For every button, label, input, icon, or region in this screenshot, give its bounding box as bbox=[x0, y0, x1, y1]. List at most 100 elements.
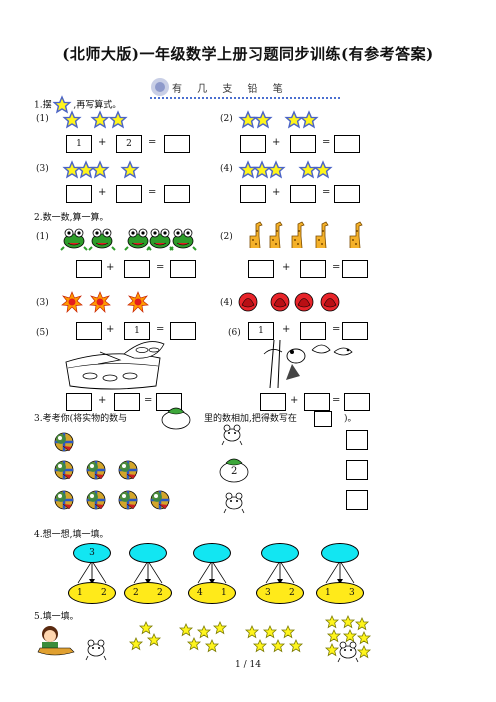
q2-p1-box-a[interactable] bbox=[76, 260, 102, 278]
plus-sign: + bbox=[98, 137, 107, 148]
bond-top-oval[interactable] bbox=[321, 543, 359, 563]
q2-header: 2.数一数,算一算。 bbox=[34, 213, 109, 223]
q1-p4-answer[interactable] bbox=[334, 185, 360, 203]
bond-left-number: 1 bbox=[77, 588, 83, 598]
plus-sign: + bbox=[290, 395, 299, 406]
bond-arrows bbox=[325, 560, 355, 584]
q2-p8-answer[interactable] bbox=[344, 393, 370, 411]
star-icon bbox=[63, 111, 81, 128]
ball-icon bbox=[149, 489, 171, 511]
q2-p2-answer[interactable] bbox=[342, 260, 368, 278]
q2-p5-box-b[interactable]: 1 bbox=[124, 322, 150, 340]
equals-sign: = bbox=[322, 137, 331, 148]
q2-giraffes bbox=[249, 221, 363, 249]
ball-icon bbox=[85, 459, 107, 481]
q1-p1-box-a[interactable]: 1 bbox=[66, 135, 92, 153]
q1-sub3-stars bbox=[63, 161, 139, 178]
q3-header-tail: )。 bbox=[344, 414, 357, 424]
plus-sign: + bbox=[272, 187, 281, 198]
page-number: 1 / 14 bbox=[235, 660, 261, 670]
bond-top-oval[interactable] bbox=[129, 543, 167, 563]
q2-p8-box-b[interactable] bbox=[304, 393, 330, 411]
q2-sub4-label: (4) bbox=[220, 298, 233, 308]
q1-p3-box-b[interactable] bbox=[116, 185, 142, 203]
q1-p4-box-b[interactable] bbox=[290, 185, 316, 203]
bond-left-number: 2 bbox=[133, 588, 139, 598]
q1-p1-answer[interactable] bbox=[164, 135, 190, 153]
q1-sub2-label: (2) bbox=[220, 114, 233, 124]
equals-sign: = bbox=[144, 395, 153, 406]
q1-sub2-stars bbox=[239, 111, 318, 128]
bond-left-number: 4 bbox=[197, 588, 203, 598]
q2-p2-box-a[interactable] bbox=[248, 260, 274, 278]
q1-p3-box-a[interactable] bbox=[66, 185, 92, 203]
ball-icon bbox=[53, 459, 75, 481]
bond-top-oval[interactable] bbox=[261, 543, 299, 563]
q1-p4-box-a[interactable] bbox=[240, 185, 266, 203]
ball-icon bbox=[53, 431, 75, 453]
q4-header: 4.想一想,填一填。 bbox=[34, 530, 109, 540]
frog-icon bbox=[124, 228, 152, 251]
q3-apple-number: 2 bbox=[231, 466, 238, 477]
equals-sign: = bbox=[156, 324, 165, 335]
birds-picture bbox=[263, 339, 353, 389]
q3-answer-1[interactable] bbox=[346, 430, 368, 450]
q2-p1-answer[interactable] bbox=[170, 260, 196, 278]
q2-sub5-label: (5) bbox=[36, 328, 49, 338]
q3-header-box bbox=[314, 411, 332, 427]
q2-p1-box-b[interactable] bbox=[124, 260, 150, 278]
q2-p7-box-b[interactable] bbox=[114, 393, 140, 411]
bond-left-number: 1 bbox=[325, 588, 331, 598]
bond-right-number: 2 bbox=[289, 588, 295, 598]
plus-sign: + bbox=[106, 324, 115, 335]
cat-icon bbox=[337, 641, 359, 663]
page-title: (北师大版)一年级数学上册习题同步训练(有参考答案) bbox=[62, 45, 434, 63]
q1-p2-answer[interactable] bbox=[334, 135, 360, 153]
bond-top-oval[interactable] bbox=[193, 543, 231, 563]
q1-sub3-label: (3) bbox=[36, 164, 49, 174]
q1-p3-answer[interactable] bbox=[164, 185, 190, 203]
cat-icon bbox=[221, 424, 243, 446]
q3-header: 3.考考你(将实物的数与 bbox=[34, 414, 128, 424]
frog-icon bbox=[60, 228, 88, 251]
equals-sign: = bbox=[148, 187, 157, 198]
q3-balls bbox=[53, 431, 171, 511]
q1-sub4-stars bbox=[239, 161, 332, 178]
equals-sign: = bbox=[148, 137, 157, 148]
q2-p5-answer[interactable] bbox=[170, 322, 196, 340]
fish-tank-picture bbox=[65, 341, 165, 390]
q5-header: 5.填一填。 bbox=[34, 612, 79, 622]
ball-icon bbox=[85, 489, 107, 511]
plus-sign: + bbox=[272, 137, 281, 148]
q2-p6-box-b[interactable] bbox=[300, 322, 326, 340]
q2-p6-box-a[interactable]: 1 bbox=[248, 322, 274, 340]
bond-top-oval[interactable]: 3 bbox=[73, 543, 111, 563]
q2-p8-box-a[interactable] bbox=[260, 393, 286, 411]
q3-answer-3[interactable] bbox=[346, 490, 368, 510]
q3-answer-2[interactable] bbox=[346, 460, 368, 480]
frog-icon bbox=[169, 228, 197, 251]
q2-p7-answer[interactable] bbox=[156, 393, 182, 411]
banner-graphic bbox=[151, 78, 169, 96]
bond-right-number: 3 bbox=[349, 588, 355, 598]
q2-p6-answer[interactable] bbox=[342, 322, 368, 340]
bond-left-number: 3 bbox=[265, 588, 271, 598]
plus-sign: + bbox=[106, 262, 115, 273]
equals-sign: = bbox=[156, 262, 165, 273]
q1-sub1-label: (1) bbox=[36, 114, 49, 124]
q1-p2-box-b[interactable] bbox=[290, 135, 316, 153]
q2-p5-box-a[interactable] bbox=[76, 322, 102, 340]
plus-sign: + bbox=[282, 262, 291, 273]
q1-p2-box-a[interactable] bbox=[240, 135, 266, 153]
frog-icon bbox=[146, 228, 174, 251]
plus-sign: + bbox=[282, 324, 291, 335]
q2-p7-box-a[interactable] bbox=[66, 393, 92, 411]
q2-p2-box-b[interactable] bbox=[300, 260, 326, 278]
q1-sub4-label: (4) bbox=[220, 164, 233, 174]
q2-frogs bbox=[60, 228, 197, 251]
plus-sign: + bbox=[98, 187, 107, 198]
q2-flowers bbox=[238, 292, 340, 312]
q2-sub3-label: (3) bbox=[36, 298, 49, 308]
q1-p1-box-b[interactable]: 2 bbox=[116, 135, 142, 153]
ball-icon bbox=[53, 489, 75, 511]
